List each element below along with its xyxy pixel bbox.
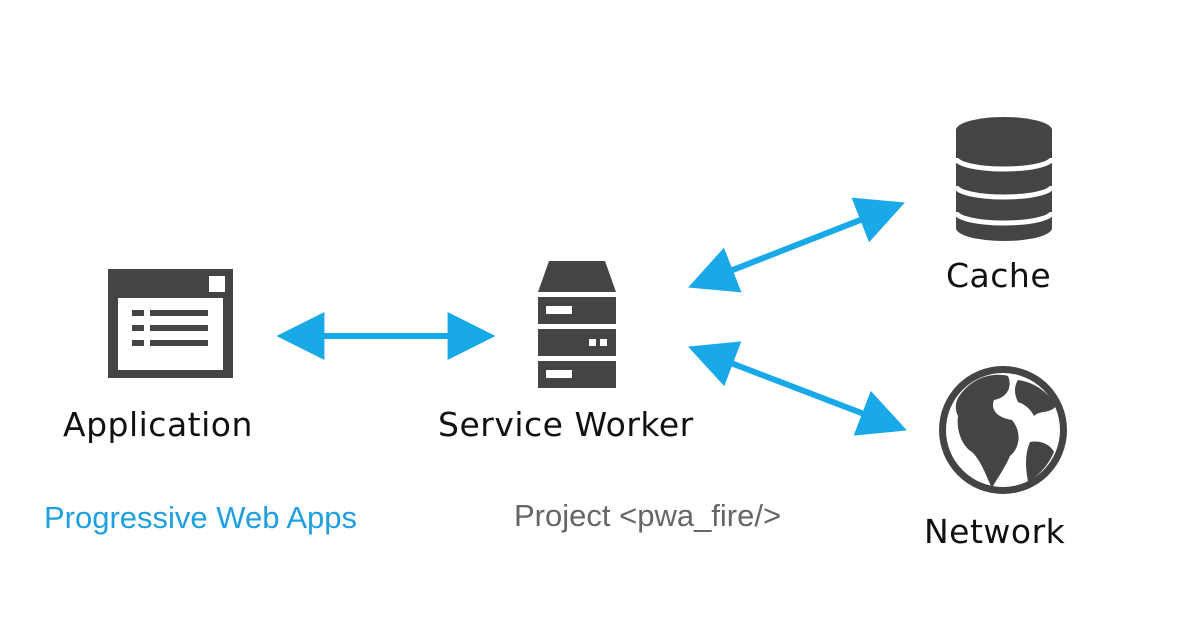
network-label: Network (924, 512, 1066, 551)
server-icon (538, 261, 616, 388)
globe-icon (939, 366, 1067, 494)
service-worker-label: Service Worker (438, 405, 694, 444)
arrow-service-worker-cache (688, 197, 905, 293)
database-icon (953, 117, 1055, 241)
arrow-service-worker-network (688, 341, 907, 436)
browser-window-icon (108, 269, 233, 378)
cache-label: Cache (946, 256, 1052, 295)
application-label: Application (63, 405, 253, 444)
progressive-web-apps-caption: Progressive Web Apps (44, 500, 358, 535)
project-caption: Project <pwa_fire/> (514, 498, 782, 533)
